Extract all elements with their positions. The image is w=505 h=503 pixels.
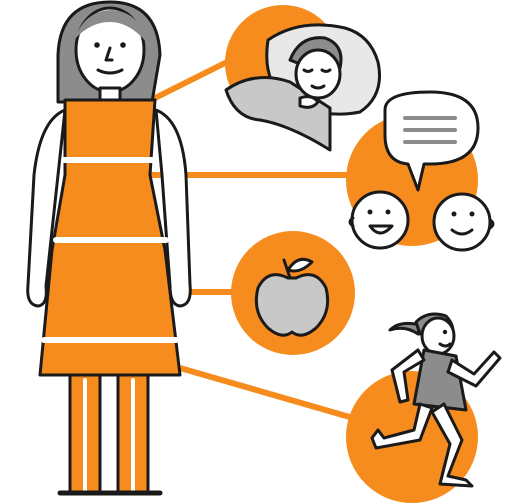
apple-body [256,275,327,336]
girl-eye-right [120,42,126,48]
sleeper-eye-right [322,70,330,72]
friend-2-eye-right [470,212,475,217]
friend-1-eye-left [368,210,373,215]
friend-face-1 [352,192,408,248]
friend-face-2 [434,194,490,250]
runner-eye [443,330,447,334]
sleeper-face [296,50,340,98]
standing-girl-icon [28,2,191,493]
friend-1-eye-right [386,210,391,215]
friend-2-eye-left [452,212,457,217]
girl-eye-left [94,42,100,48]
sleeper-eye-left [304,70,312,72]
sleeper-hand [300,97,318,108]
connector-exercise [180,368,360,420]
runner-face [422,318,454,354]
